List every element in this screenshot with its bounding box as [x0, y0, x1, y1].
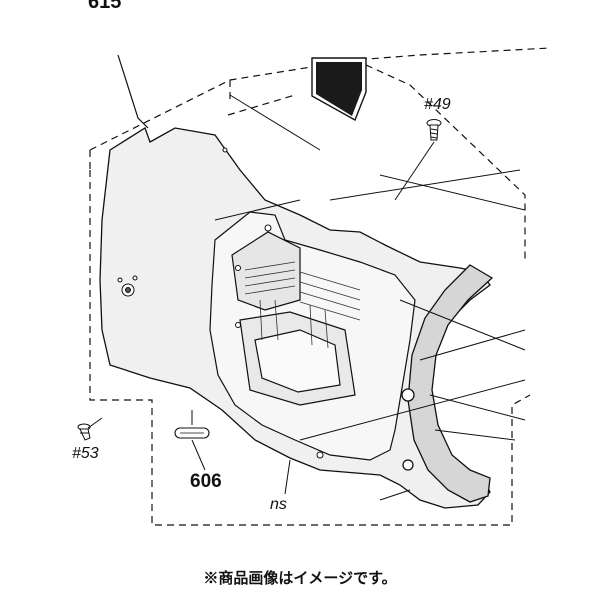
inner-frame — [209, 211, 416, 461]
interior-lines — [214, 94, 526, 441]
leader-line-bottom — [379, 489, 411, 501]
callout-screw-53: #53 — [72, 445, 99, 462]
leader-line-606 — [191, 439, 206, 471]
dashed-boundary — [89, 47, 551, 526]
leader-line-49 — [394, 141, 435, 201]
right-curved-part — [401, 264, 494, 503]
image-caption: ※商品画像はイメージです。 — [203, 570, 397, 587]
housing-holes — [117, 147, 324, 459]
black-panel — [311, 57, 367, 122]
callout-615: 615 — [88, 0, 122, 13]
callout-screw-49: #49 — [424, 96, 451, 113]
screw-49-icon — [426, 119, 442, 141]
grille-details — [244, 261, 361, 349]
leader-line-615 — [117, 54, 149, 129]
callout-ns: ns — [270, 496, 287, 513]
callout-part-606: 606 — [190, 471, 222, 492]
part-606-icon — [174, 427, 210, 439]
leader-line-53 — [87, 417, 103, 429]
leader-line-ns — [284, 459, 291, 495]
screw-53-icon — [77, 423, 91, 441]
